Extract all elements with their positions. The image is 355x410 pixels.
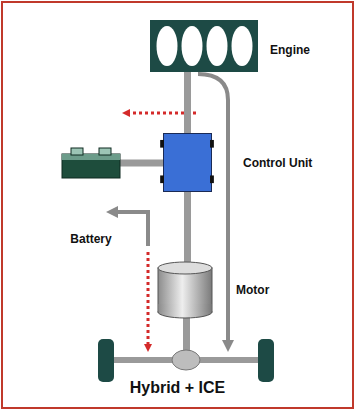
cylinder xyxy=(207,26,228,66)
cylinder xyxy=(232,26,253,66)
diagram-title: Hybrid + ICE xyxy=(0,379,355,397)
battery-symbol: Battery xyxy=(62,148,120,178)
battery-terminal xyxy=(71,148,83,155)
motor-top xyxy=(158,262,212,274)
frame-border xyxy=(2,2,353,408)
wheel xyxy=(98,339,114,382)
drive-shaft-connector xyxy=(120,160,163,167)
differential xyxy=(172,350,200,370)
drive-shaft-connector xyxy=(184,72,191,133)
wheel xyxy=(258,339,274,382)
motor-body xyxy=(158,268,212,312)
connector-tab xyxy=(160,140,164,148)
engine-block: Engine xyxy=(150,20,258,72)
control-unit-box: Control Unit xyxy=(163,133,212,192)
battery-terminal xyxy=(99,148,111,155)
cylinder xyxy=(182,26,203,66)
charge-flow-arrow xyxy=(112,212,148,246)
part-label: Engine xyxy=(268,43,312,58)
connector-tab xyxy=(210,140,214,148)
connector-tab xyxy=(210,175,214,183)
part-label: Battery xyxy=(68,232,113,247)
shape-graphic xyxy=(62,148,120,178)
shape-graphic xyxy=(150,20,258,72)
shape-graphic xyxy=(158,262,212,318)
drive-shaft-connector xyxy=(184,192,191,262)
part-label: Motor xyxy=(234,283,271,298)
energy-flow-arrow xyxy=(147,252,150,348)
battery-body xyxy=(62,154,120,178)
motor-symbol: Motor xyxy=(158,262,212,318)
shape-graphic xyxy=(164,134,211,191)
connector-tab xyxy=(160,175,164,183)
cylinder xyxy=(157,26,178,66)
part-label: Control Unit xyxy=(241,156,314,171)
motor-body xyxy=(159,304,212,312)
